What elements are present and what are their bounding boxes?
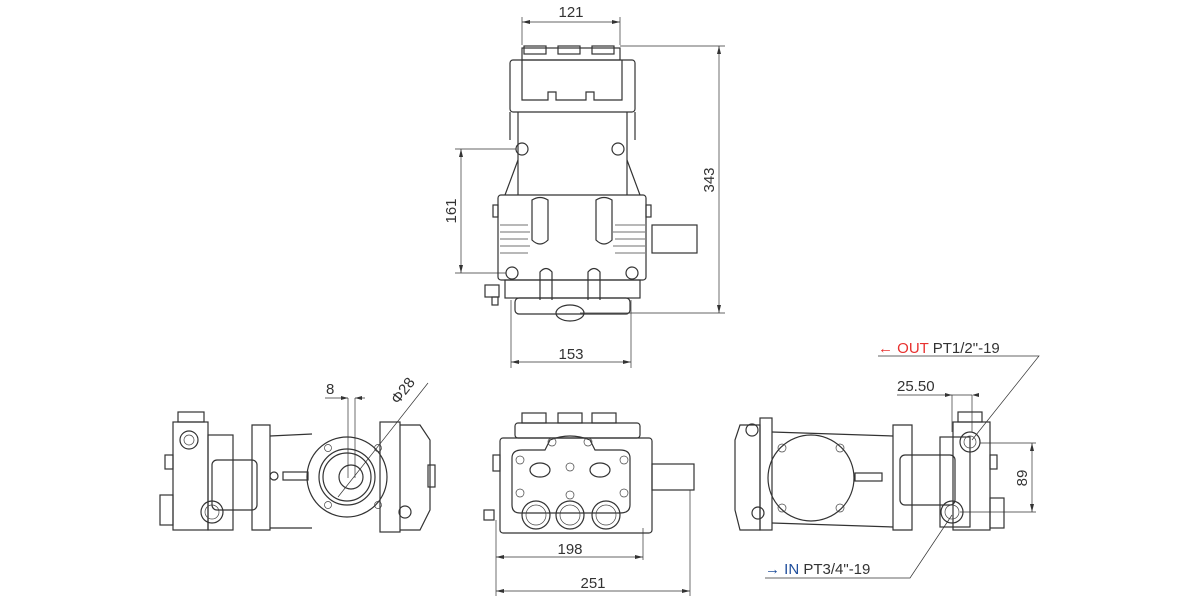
inlet-thread: PT3/4"-19 <box>803 561 870 578</box>
dim-mount-height: 161 <box>443 198 460 223</box>
dim-overall-height: 343 <box>701 167 718 192</box>
front-dimensions: 198 251 <box>495 490 691 596</box>
left-side-view <box>159 411 436 533</box>
dim-port-spacing: 89 <box>1014 470 1031 487</box>
front-view <box>483 412 695 534</box>
inlet-callout: → IN PT3/4"-19 <box>765 514 953 579</box>
dim-front-mount-width: 198 <box>557 541 582 558</box>
inlet-arrow-icon: → <box>765 561 780 578</box>
dim-overall-width: 251 <box>580 575 605 592</box>
right-side-view <box>734 411 1005 531</box>
dim-key-width: 8 <box>326 381 334 398</box>
dim-top-width: 121 <box>558 4 583 21</box>
svg-text:→ IN PT3/4"-19: → IN PT3/4"-19 <box>765 561 870 578</box>
outlet-callout: ← OUT PT1/2"-19 <box>878 340 1040 441</box>
outlet-thread: PT1/2"-19 <box>933 340 1000 357</box>
right-dimensions: 25.50 89 <box>897 378 1036 513</box>
top-view <box>484 45 698 322</box>
dim-base-width: 153 <box>558 346 583 363</box>
top-dimensions: 121 343 161 153 <box>443 4 725 368</box>
inlet-label: IN <box>784 561 799 578</box>
svg-text:← OUT PT1/2"-19: ← OUT PT1/2"-19 <box>878 340 1000 357</box>
dim-shaft-diameter: Φ28 <box>388 374 419 407</box>
outlet-arrow-icon: ← <box>878 340 893 357</box>
left-dimensions: 8 Φ28 <box>325 374 429 498</box>
dim-outlet-offset: 25.50 <box>897 378 935 395</box>
outlet-label: OUT <box>897 340 929 357</box>
